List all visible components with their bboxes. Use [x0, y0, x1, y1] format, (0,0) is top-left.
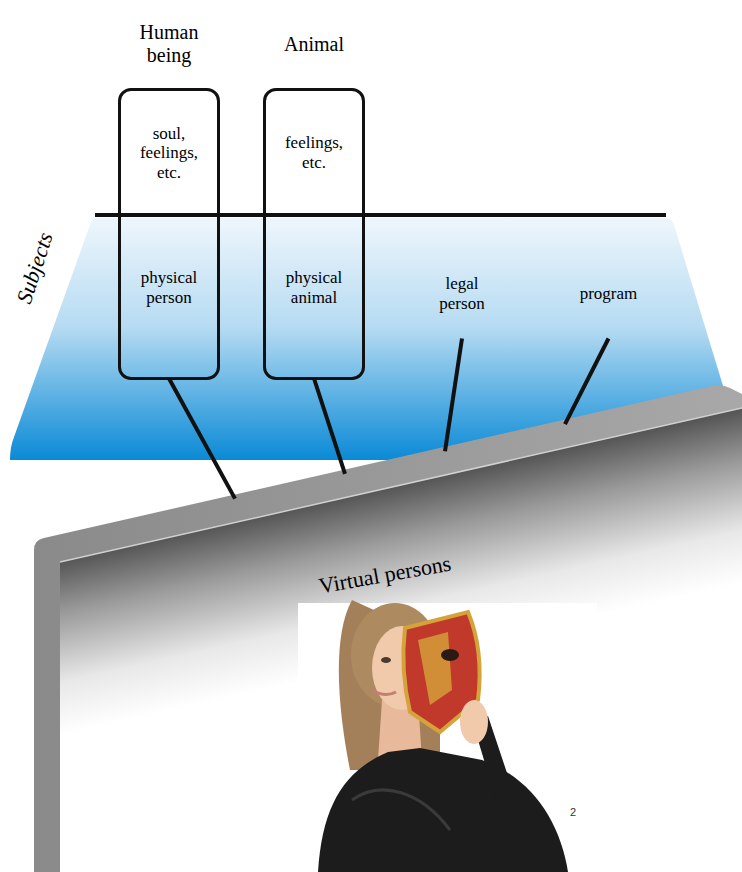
mask-eye-hole [441, 649, 459, 661]
text-zone: Animal [263, 13, 365, 75]
subject-box: Human beingsoul, feelings, etc.physical … [118, 88, 220, 380]
text-zone: Subjects [2, 206, 68, 329]
connector-line [445, 339, 462, 452]
box-label: legal person [424, 274, 500, 313]
connector-line [565, 339, 609, 425]
cloak-fold [352, 790, 450, 830]
callout-number: 2 [570, 806, 576, 818]
hand [460, 700, 488, 744]
mask-gold [418, 632, 452, 705]
connector-line [314, 379, 345, 474]
box-label: physical person [131, 268, 207, 307]
mouth [372, 690, 396, 695]
box-label: feelings, etc. [276, 133, 352, 172]
eye [381, 657, 391, 663]
connector-line [169, 379, 235, 499]
box-label: soul, feelings, etc. [131, 124, 207, 183]
box-label: physical animal [276, 268, 352, 307]
panel-shape [34, 385, 742, 872]
cloak [318, 748, 568, 872]
subject-box: Animalfeelings, etc.physical animal [263, 88, 365, 380]
box-heading: Animal [284, 33, 344, 56]
text-zone: soul, feelings, etc. [121, 91, 217, 215]
text-zone: physical animal [266, 228, 362, 348]
text-zone: Human being [118, 13, 220, 75]
panel-face [60, 408, 742, 872]
box-heading: Human being [121, 21, 217, 67]
text-zone: feelings, etc. [266, 91, 362, 215]
divider-line [95, 213, 666, 217]
text-zone: physical person [121, 228, 217, 348]
box-label: program [580, 284, 638, 304]
band-label: Subjects [12, 229, 59, 307]
panel-edge [60, 408, 742, 562]
